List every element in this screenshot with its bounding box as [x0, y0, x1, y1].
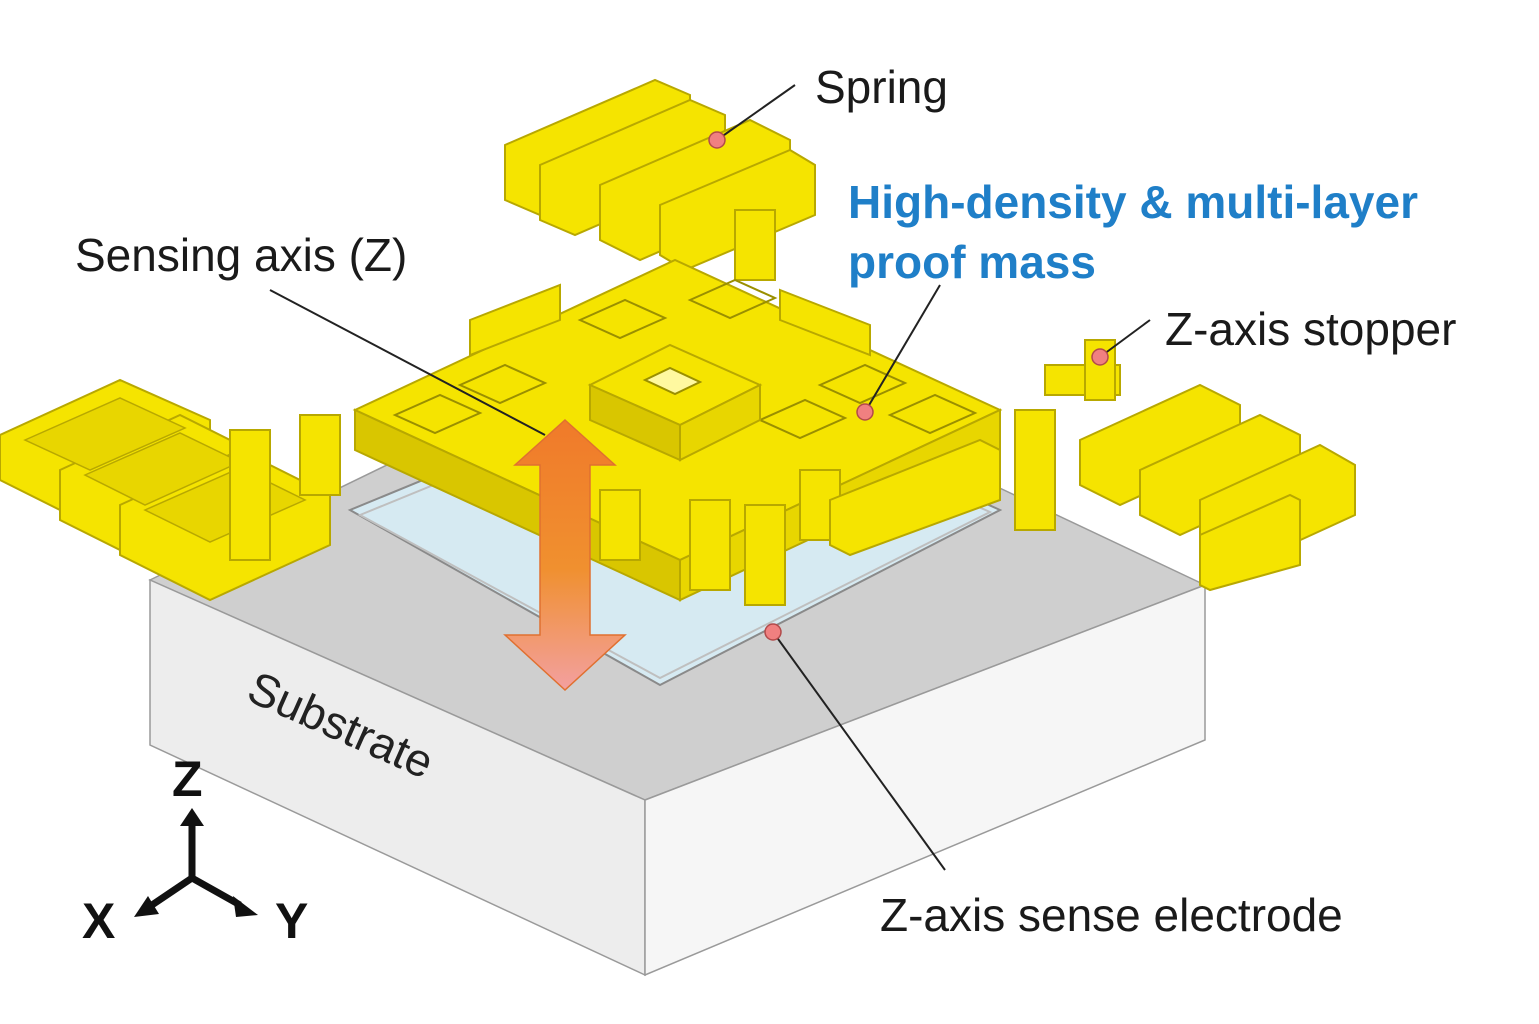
- top-spring-structure: [504, 78, 816, 281]
- coordinate-axes: [134, 808, 258, 917]
- proof-mass-label-line1: High-density & multi-layer: [848, 176, 1418, 228]
- y-axis-arrowhead: [233, 896, 258, 917]
- z-axis-stopper-label: Z-axis stopper: [1165, 303, 1457, 355]
- y-axis-line: [190, 874, 242, 909]
- x-axis-line: [150, 875, 194, 908]
- substrate-right-face: [644, 583, 1206, 977]
- x-axis-label: X: [82, 893, 116, 949]
- sensing-axis-leader-line: [269, 289, 546, 436]
- z-axis-label: Z: [172, 751, 203, 807]
- leader-lines: [269, 84, 1151, 871]
- left-spring-structure: [0, 378, 341, 602]
- stopper-leader-line: [1099, 319, 1151, 358]
- electrode-marker: [764, 623, 782, 641]
- x-axis-arrowhead: [134, 896, 159, 917]
- sensing-axis-label: Sensing axis (Z): [75, 229, 408, 281]
- proof-mass-marker: [856, 403, 874, 421]
- pointer-markers: [708, 131, 1109, 641]
- sensing-axis-arrow: [503, 418, 627, 692]
- proof-mass-label-line2: proof mass: [848, 236, 1096, 288]
- z-axis-arrowhead: [180, 808, 204, 826]
- proof-mass: [352, 258, 1003, 606]
- electrode-leader-line: [772, 631, 946, 871]
- spring-leader-line: [716, 84, 796, 141]
- spring-label: Spring: [815, 61, 948, 113]
- z-axis-sense-electrode-label: Z-axis sense electrode: [880, 889, 1343, 941]
- y-axis-label: Y: [275, 893, 309, 949]
- proof-mass-leader-line: [864, 284, 941, 413]
- stopper-marker: [1091, 348, 1109, 366]
- spring-marker: [708, 131, 726, 149]
